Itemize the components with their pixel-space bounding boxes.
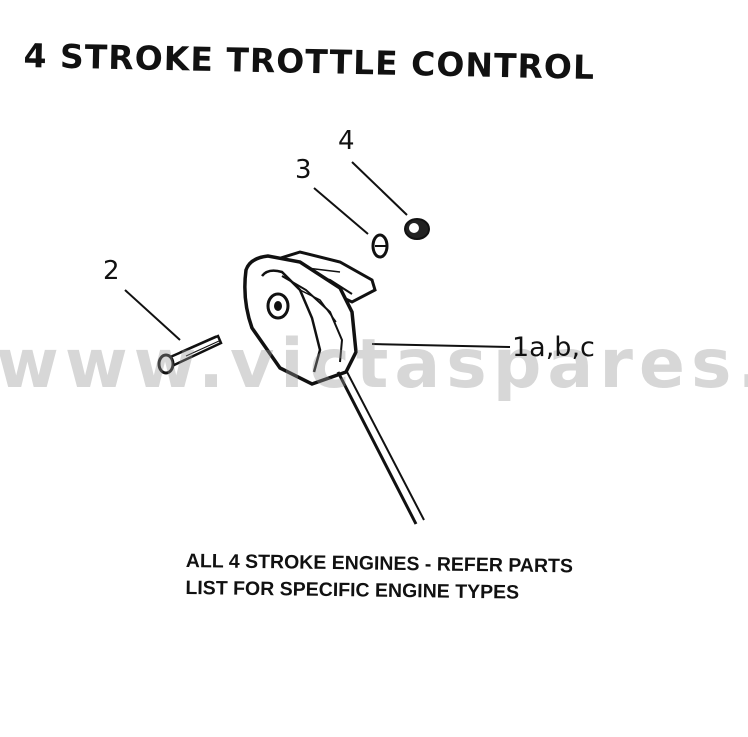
engine-note: ALL 4 STROKE ENGINES - REFER PARTS LIST … [185,548,573,607]
watermark: www.victaspares.co.uk [0,325,748,404]
throttle-housing-part [243,250,425,525]
callout-2: 2 [103,256,120,286]
callout-1abc: 1a,b,c [512,332,595,363]
washer-part [371,233,389,259]
bolt-part [157,334,223,375]
callout-4: 4 [338,126,355,156]
leader-line-4 [351,161,408,216]
leader-line-2 [124,289,181,341]
callout-3: 3 [295,155,312,185]
nut-part [404,218,430,240]
leader-line-3 [313,187,369,235]
leader-line-1 [371,343,511,348]
engine-note-line-2: LIST FOR SPECIFIC ENGINE TYPES [185,576,520,604]
leader-lines [124,161,511,348]
